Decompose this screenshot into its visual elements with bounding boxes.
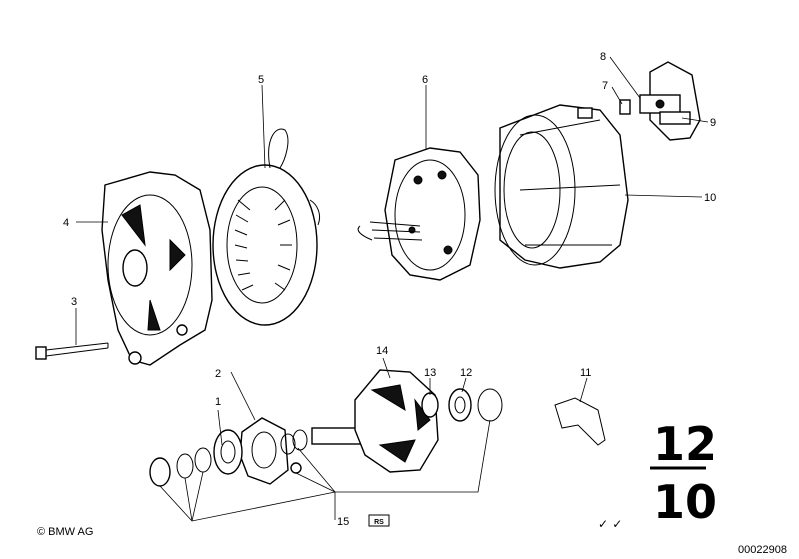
- part-4-drive-end-housing[interactable]: [101, 171, 213, 366]
- callout-7: 7: [602, 80, 608, 92]
- drawing-id: 00022908: [738, 544, 787, 556]
- part-10-slip-ring-housing[interactable]: [494, 104, 629, 269]
- callout-5: 5: [258, 74, 264, 86]
- callout-14: 14: [376, 345, 388, 357]
- callout-4: 4: [63, 217, 69, 229]
- part-14-rotor[interactable]: [311, 369, 439, 473]
- callout-15: 15: [337, 516, 349, 528]
- callout-12: 12: [460, 367, 472, 379]
- part-9-brush-holder[interactable]: [659, 111, 691, 125]
- part-12-bearing[interactable]: [448, 388, 472, 422]
- group-number: 12 10: [650, 417, 717, 529]
- group-number-top: 12: [653, 417, 717, 471]
- part-8-regulator[interactable]: [639, 61, 701, 141]
- part-3-bolt[interactable]: [35, 342, 109, 360]
- rs-badge-label: RS: [374, 519, 384, 526]
- callout-3: 3: [71, 296, 77, 308]
- copyright: © BMW AG: [37, 526, 93, 538]
- part-11-clip[interactable]: [554, 397, 606, 446]
- callout-9: 9: [710, 117, 716, 129]
- callout-1: 1: [215, 396, 221, 408]
- callout-6: 6: [422, 74, 428, 86]
- part-retaining-ring[interactable]: [477, 388, 503, 422]
- group-number-bottom: 10: [653, 475, 717, 529]
- part-15-spacer-rings[interactable]: [149, 429, 308, 487]
- part-7-screw[interactable]: [619, 99, 631, 115]
- part-6-rectifier[interactable]: [357, 147, 481, 281]
- part-2-bearing-cover[interactable]: [239, 417, 289, 485]
- part-5-stator[interactable]: [212, 128, 321, 326]
- rs-badge: RS: [368, 514, 390, 527]
- callout-13: 13: [424, 367, 436, 379]
- callout-2: 2: [215, 368, 221, 380]
- check-marks: ✓ ✓: [598, 517, 622, 531]
- part-13-slip-ring[interactable]: [421, 392, 439, 418]
- part-1-bearing[interactable]: [213, 429, 243, 475]
- callout-11: 11: [580, 367, 591, 379]
- callout-10: 10: [704, 192, 716, 204]
- callout-8: 8: [600, 51, 606, 63]
- leader-lines: [75, 56, 709, 522]
